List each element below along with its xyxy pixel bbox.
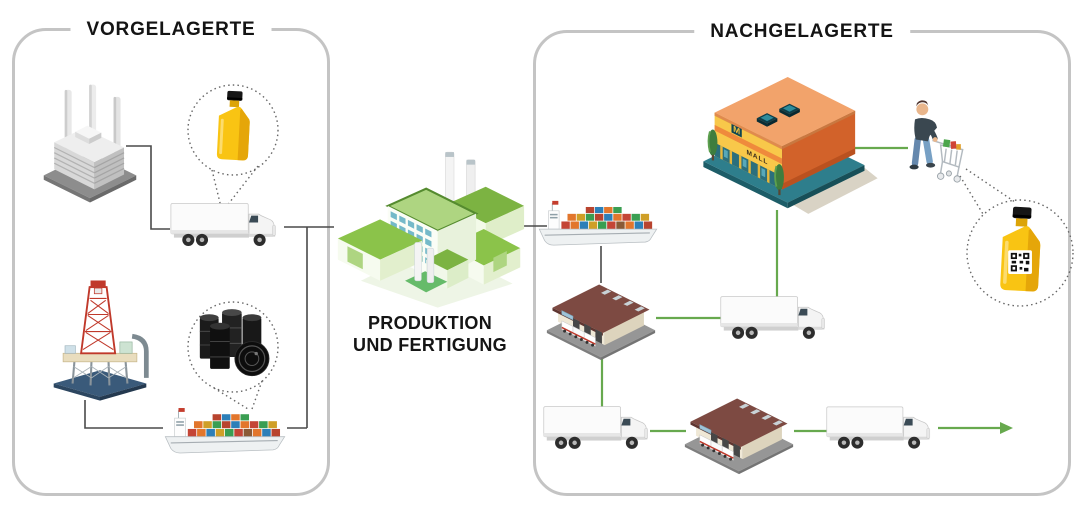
container-ship-icon [163, 404, 287, 457]
qr-oil-bottle-icon [987, 206, 1054, 298]
warehouse-icon [683, 390, 795, 476]
box-truck-icon [720, 295, 833, 342]
warehouse-icon [545, 276, 657, 362]
oil-bottle-icon [206, 88, 261, 168]
green-factory-icon [334, 146, 526, 310]
production-label-line1: PRODUKTION [368, 313, 492, 333]
upstream-title: VORGELAGERTE [70, 19, 272, 42]
box-truck-icon [543, 405, 656, 452]
upstream-section: VORGELAGERTE [12, 19, 330, 496]
production-label: PRODUKTION UND FERTIGUNG [336, 312, 524, 356]
oil-barrels-icon [193, 305, 275, 385]
chemical-plant-icon [42, 80, 138, 208]
retail-store-icon: M MALL [694, 77, 878, 218]
shopper-with-cart-icon [904, 97, 970, 194]
qr-code [1008, 250, 1032, 275]
production-label-line2: UND FERTIGUNG [353, 335, 507, 355]
downstream-title: NACHGELAGERTE [694, 21, 910, 44]
oil-rig-icon [48, 278, 152, 404]
box-truck-icon [170, 202, 284, 249]
container-ship-icon [537, 197, 659, 249]
store-sign-letter: M [733, 124, 740, 137]
box-truck-icon [826, 405, 938, 452]
